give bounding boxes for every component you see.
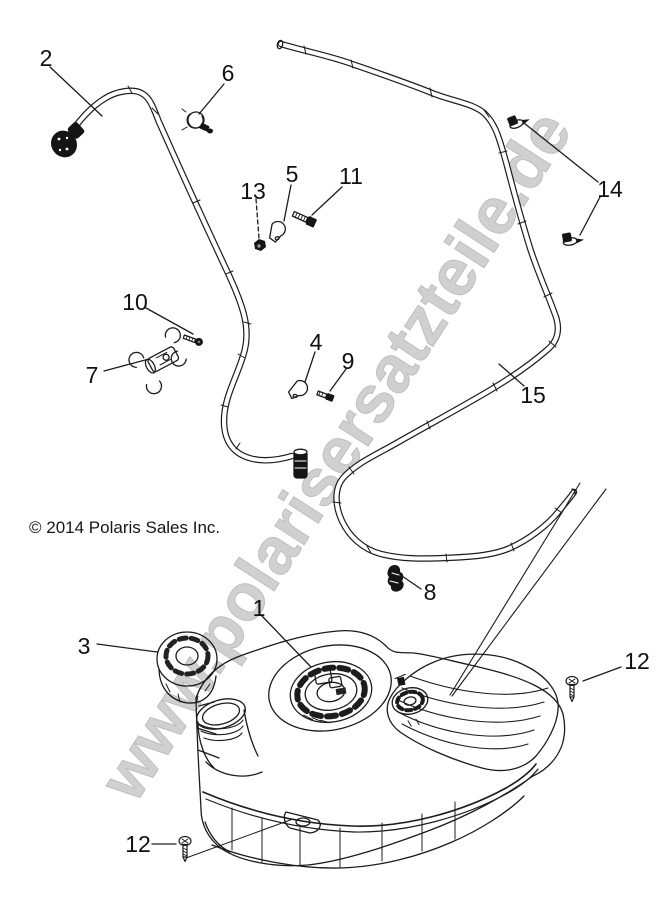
leader-14a <box>523 122 599 183</box>
leader-8 <box>401 575 422 590</box>
fuel-cap <box>156 631 218 705</box>
leader-13 <box>255 198 260 239</box>
vent-hose-15 <box>276 39 578 563</box>
callout-label-3: 3 <box>78 633 91 659</box>
screw-10 <box>182 334 203 346</box>
screw-12-right <box>565 675 579 703</box>
callout-label-7: 7 <box>86 362 99 388</box>
p-clamp-5 <box>268 220 286 243</box>
copyright-text: © 2014 Polaris Sales Inc. <box>29 518 221 537</box>
callout-label-13: 13 <box>240 178 266 204</box>
callout-label-11: 11 <box>339 163 363 189</box>
hose-clip-7 <box>128 327 187 395</box>
leader-1 <box>261 615 312 668</box>
leader-2 <box>49 66 103 117</box>
callout-label-6: 6 <box>222 60 235 86</box>
leader-10 <box>145 307 194 335</box>
hose-2-segment-ticks <box>127 85 252 450</box>
hose-elbow-fitting <box>293 448 308 479</box>
leader-3 <box>96 643 158 653</box>
fuel-pump-ring <box>289 660 373 724</box>
hose-15-segment-ticks <box>303 45 563 563</box>
leader-12-left <box>185 818 294 859</box>
bolt-11 <box>291 210 317 228</box>
nut-13 <box>254 239 266 251</box>
leader-14b <box>579 196 601 236</box>
callout-label-4: 4 <box>310 329 323 355</box>
leader-4 <box>304 351 316 383</box>
callout-label-9: 9 <box>342 348 355 374</box>
callout-label-2: 2 <box>40 45 53 71</box>
filler-neck <box>196 698 263 777</box>
callout-label-10: 10 <box>122 289 148 315</box>
leader-7 <box>103 358 150 372</box>
hose-to-tank-pointer <box>449 482 607 697</box>
p-clamp-4 <box>287 379 309 400</box>
leader-15 <box>498 363 525 387</box>
leader-11 <box>311 186 343 216</box>
callout-label-5: 5 <box>286 161 299 187</box>
bolt-9 <box>316 390 335 402</box>
callout-label-8: 8 <box>424 579 437 605</box>
leader-6 <box>198 83 225 115</box>
fastener-14a <box>507 115 530 129</box>
hose-clamp-8 <box>387 564 404 592</box>
callout-label-12-left: 12 <box>125 831 151 857</box>
leader-lines <box>49 66 622 859</box>
callout-label-15: 15 <box>520 382 546 408</box>
leader-9 <box>329 368 347 392</box>
vent-fitting <box>391 673 429 727</box>
hose-clamp-6 <box>181 108 213 134</box>
quick-connector <box>51 121 85 158</box>
callout-label-14: 14 <box>597 176 623 202</box>
callout-label-1: 1 <box>253 595 266 621</box>
screw-12-left <box>178 835 192 863</box>
callout-label-12-right: 12 <box>624 648 650 674</box>
leader-12-right <box>582 666 622 682</box>
leader-5 <box>283 184 292 222</box>
fastener-14b <box>562 232 585 246</box>
fuel-line-hose-2 <box>64 85 296 464</box>
fuel-tank <box>195 630 566 869</box>
